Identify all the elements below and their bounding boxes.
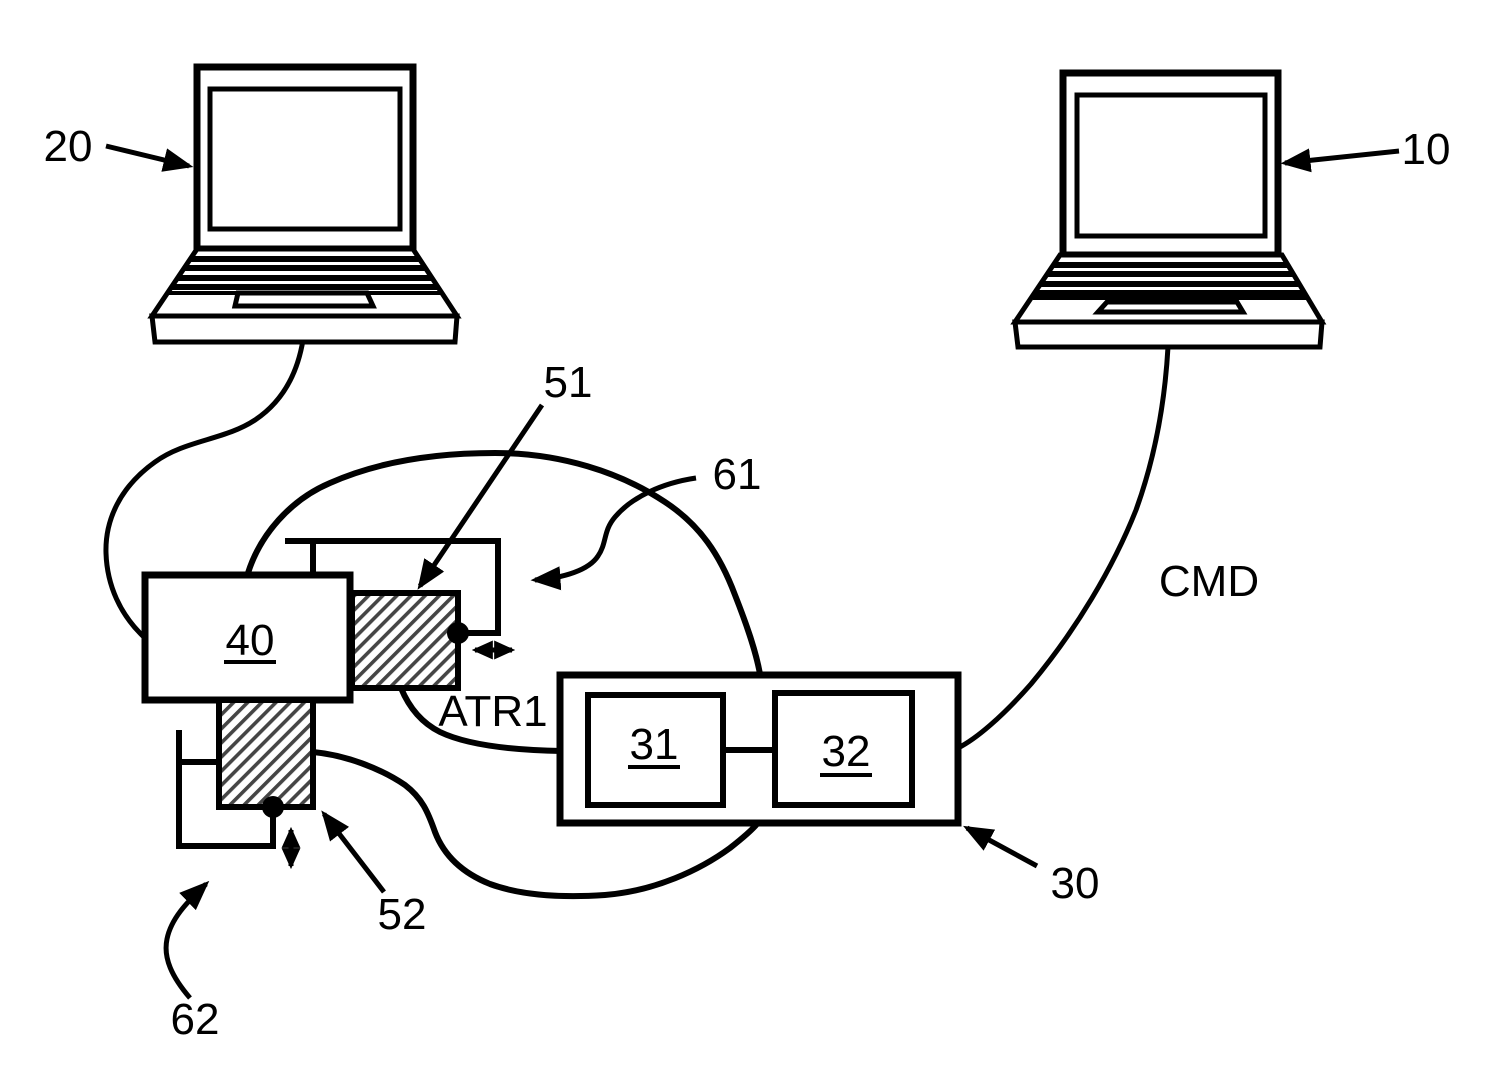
box-31 [585, 692, 726, 808]
leader-20 [105, 143, 194, 172]
label-40: 40 [226, 616, 275, 665]
box-32 [772, 690, 915, 808]
laptop20-base-front [149, 313, 460, 345]
leader-61 [530, 475, 697, 591]
label-51: 51 [544, 358, 593, 407]
enclosure-blob-bottom-arc [312, 749, 760, 900]
leader-30 [963, 825, 1039, 869]
leader-10 [1280, 148, 1400, 173]
label-31: 31 [630, 720, 679, 769]
bracket-61-outline [285, 538, 501, 636]
laptop10-key-row [1040, 281, 1302, 287]
pivot-dot-52 [262, 796, 284, 818]
leader-51 [417, 403, 545, 590]
laptop20-key-row [170, 284, 440, 290]
label-62: 62 [171, 995, 220, 1044]
laptop10-screen [1074, 92, 1268, 239]
controller-box-40: 40 [141, 571, 354, 704]
cable-laptop20-to-40 [103, 339, 306, 640]
bracket-62 [176, 730, 276, 849]
label-52: 52 [378, 890, 427, 939]
box-40 [141, 571, 354, 704]
hatched-slider-horizontal [349, 590, 461, 691]
leader-52 [321, 810, 386, 894]
laptop20-screen [207, 86, 403, 232]
laptop20-key-row [183, 265, 427, 271]
system-box-30: 31 32 [556, 671, 962, 827]
laptop-icon-left [147, 63, 462, 345]
laptop10-base-front [1012, 319, 1325, 350]
label-20: 20 [44, 122, 93, 171]
label-10: 10 [1402, 125, 1451, 174]
laptop10-key-row [1034, 290, 1308, 296]
bracket-61 [285, 538, 501, 636]
laptop10-key-row [1052, 262, 1290, 268]
laptop10-trackpad [1092, 299, 1248, 315]
enclosure-blob-top-arc [245, 449, 763, 675]
pivot-dot-51 [447, 622, 469, 644]
laptop20-key-row [176, 275, 434, 281]
bracket-62-outline [176, 730, 276, 849]
label-32: 32 [822, 727, 871, 776]
laptop20-key-row [189, 256, 421, 262]
label-30: 30 [1051, 859, 1100, 908]
laptop10-key-row [1047, 271, 1295, 277]
label-atr1: ATR1 [438, 687, 547, 736]
laptop20-trackpad [231, 290, 377, 309]
atr1-link-51-to-30 [398, 686, 563, 754]
cable-cmd-laptop10-to-30 [956, 346, 1171, 751]
label-61: 61 [713, 450, 762, 499]
laptop-icon-right [1010, 69, 1327, 350]
leader-62 [163, 880, 210, 1000]
hatched-slider-vertical [216, 697, 316, 810]
label-cmd: CMD [1159, 557, 1259, 606]
